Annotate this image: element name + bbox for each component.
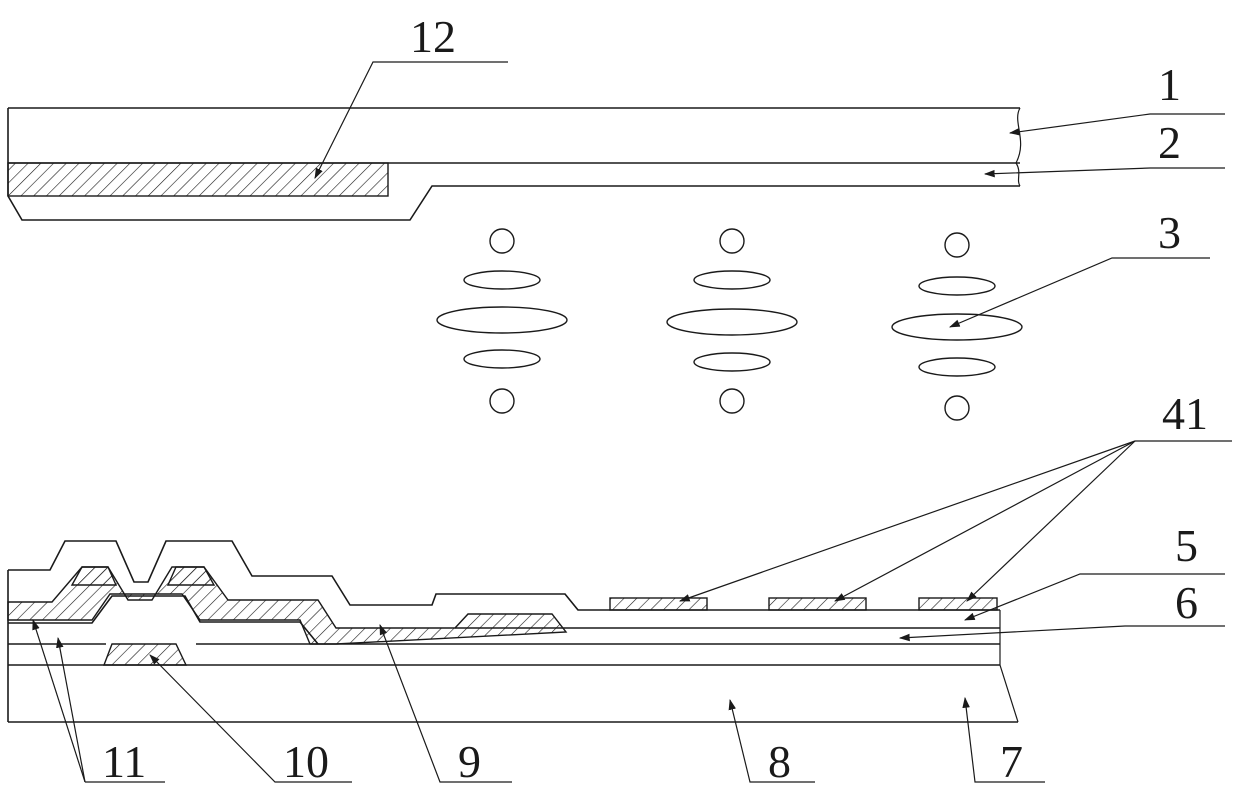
- label-6: 6: [1175, 577, 1198, 628]
- source-drain-electrode-11-left: [72, 567, 116, 585]
- gate-electrode-10: [104, 644, 186, 665]
- lc-group-right: [892, 233, 1022, 420]
- label-10: 10: [283, 736, 329, 787]
- leader-41-b: [835, 441, 1135, 601]
- label-11: 11: [102, 736, 146, 787]
- label-7: 7: [1000, 736, 1023, 787]
- leader-41-c: [967, 441, 1135, 601]
- liquid-crystal-molecules-3: [437, 229, 1022, 420]
- label-9: 9: [458, 736, 481, 787]
- label-41: 41: [1162, 388, 1208, 439]
- source-drain-electrode-11-right: [168, 567, 214, 585]
- leader-1: [1010, 114, 1225, 133]
- label-2: 2: [1158, 117, 1181, 168]
- leader-12: [315, 62, 508, 178]
- leader-2: [985, 168, 1225, 174]
- common-electrode-41c: [919, 598, 997, 610]
- common-electrode-41a: [610, 598, 707, 610]
- leader-41-a: [680, 441, 1135, 601]
- common-electrode-41b: [769, 598, 866, 610]
- label-1: 1: [1158, 59, 1181, 110]
- label-12: 12: [410, 11, 456, 62]
- label-5: 5: [1175, 520, 1198, 571]
- lc-group-left: [437, 229, 567, 413]
- label-8: 8: [768, 736, 791, 787]
- hatched-layer-12: [8, 163, 388, 196]
- upper-insulator-layer-5: [565, 594, 578, 610]
- leader-9: [380, 625, 512, 782]
- label-3: 3: [1158, 207, 1181, 258]
- lc-group-middle: [667, 229, 797, 413]
